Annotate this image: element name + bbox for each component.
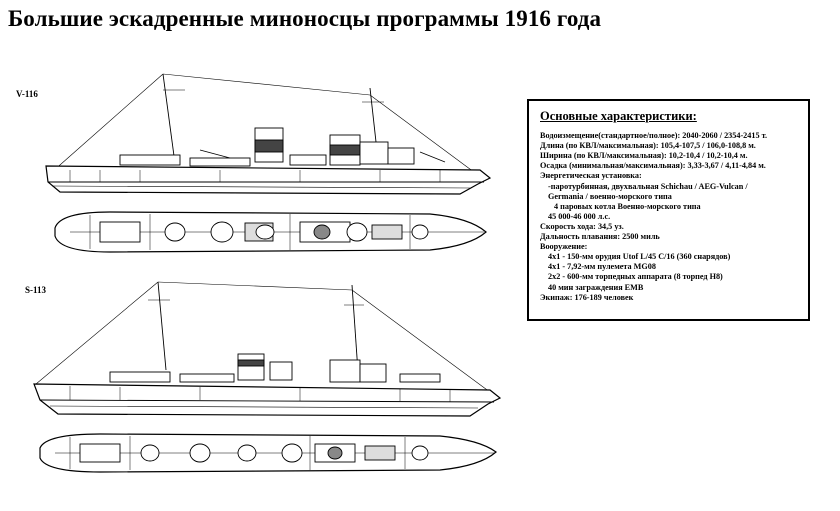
spec-line: Длина (по КВЛ/максимальная): 105,4-107,5…	[540, 141, 756, 151]
spec-line: Водоизмещение(стандартное/полное): 2040-…	[540, 131, 768, 141]
spec-line: 4x1 - 7,92-мм пулемета MG08	[548, 262, 656, 272]
s113-side-profile	[33, 281, 502, 417]
s113-plan-view	[39, 433, 497, 473]
spec-line: 4 паровых котла Военно-морского типа	[554, 201, 701, 211]
spec-line: Скорость хода: 34,5 уз.	[540, 221, 624, 231]
specs-heading: Основные характеристики:	[540, 109, 697, 123]
spec-line: Энергетическая установка:	[540, 171, 642, 181]
ship-label-s113: S-113	[25, 285, 47, 295]
v116-side-profile	[45, 73, 492, 195]
spec-line: 2x2 - 600-мм торпедных аппарата (8 торпе…	[548, 272, 723, 282]
spec-line: Дальность плавания: 2500 миль	[540, 232, 660, 242]
spec-line: Ширина (по КВЛ/максимальная): 10,2-10,4 …	[540, 151, 748, 161]
spec-line: 4x1 - 150-мм орудия Utof L/45 C/16 (360 …	[548, 252, 731, 262]
page-title: Большие эскадренные миноносцы программы …	[8, 6, 602, 31]
spec-line: 40 мин заграждения EMB	[548, 282, 644, 292]
v116-plan-view	[54, 211, 487, 253]
spec-line: 45 000-46 000 л.с.	[548, 211, 611, 221]
specifications-box: Основные характеристики: Водоизмещение(с…	[527, 99, 810, 321]
spec-line: -паротурбинная, двухвальная Schichau / A…	[548, 181, 748, 191]
specs-list: Водоизмещение(стандартное/полное): 2040-…	[540, 131, 798, 303]
spec-line: Вооружение:	[540, 242, 588, 252]
spec-line: Осадка (минимальная/максимальная): 3,33-…	[540, 161, 766, 171]
spec-line: Germania / военно-морского типа	[548, 191, 672, 201]
ship-label-v116: V-116	[16, 89, 38, 99]
spec-line: Экипаж: 176-189 человек	[540, 292, 634, 302]
